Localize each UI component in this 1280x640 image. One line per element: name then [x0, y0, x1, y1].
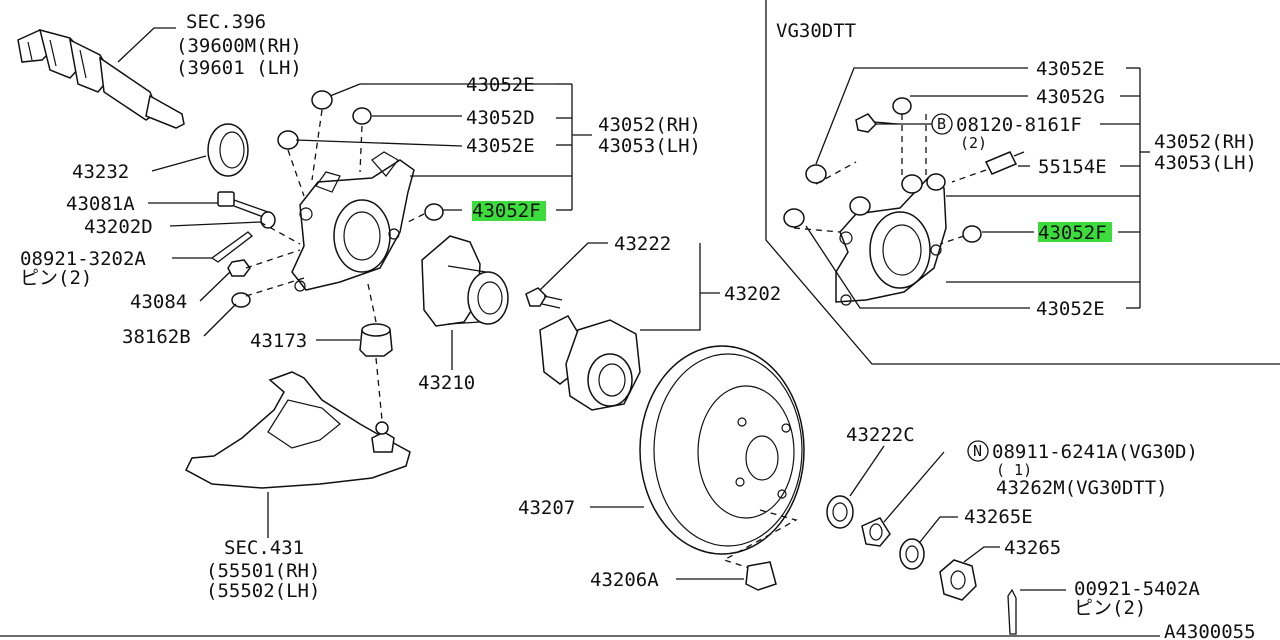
drive-shaft-drawing — [17, 28, 185, 129]
knuckle-dash-lines — [245, 109, 425, 297]
label-inset-43052f[interactable]: 43052F — [1038, 222, 1107, 244]
inset-title: VG30DTT — [776, 20, 856, 42]
label-pin-2-right: ピン(2) — [1074, 597, 1146, 619]
inset-dash-lines — [793, 114, 987, 245]
label-inset-43052e-bottom[interactable]: 43052E — [1036, 298, 1105, 320]
label-43084[interactable]: 43084 — [130, 291, 187, 313]
label-43206a[interactable]: 43206A — [590, 569, 659, 591]
n-circle-icon — [967, 440, 989, 462]
nut-43084-drawing — [227, 259, 251, 277]
label-43210[interactable]: 43210 — [418, 372, 475, 394]
label-39601[interactable]: (39601 (LH) — [176, 57, 302, 79]
highlight-inset-43052f — [1038, 222, 1112, 242]
inset-parts-drawing — [783, 97, 1025, 243]
label-00921-5402a[interactable]: 00921-5402A — [1074, 578, 1200, 600]
ball-joint-boot-43173-drawing — [359, 323, 393, 357]
label-pin-2-left: ピン(2) — [20, 267, 92, 289]
knuckle-drawing — [291, 151, 415, 292]
label-inset-43052e-top[interactable]: 43052E — [1036, 58, 1105, 80]
hub-bolt-43222-drawing — [525, 287, 563, 309]
label-b-circle: B — [937, 115, 946, 133]
washer-43265e-drawing — [899, 538, 925, 570]
label-inset-43052g[interactable]: 43052G — [1036, 86, 1105, 108]
hub-cap-43206a-drawing — [745, 561, 777, 591]
label-figure-code: A4300055 — [1164, 621, 1256, 640]
label-43081a[interactable]: 43081A — [66, 193, 135, 215]
label-43052e-1[interactable]: 43052E — [466, 74, 535, 96]
label-inset-08120-8161f[interactable]: 08120-8161F — [956, 114, 1082, 136]
lower-arm-drawing — [185, 371, 411, 489]
label-43232[interactable]: 43232 — [72, 161, 129, 183]
label-43262m[interactable]: 43262M(VG30DTT) — [996, 477, 1168, 499]
label-inset-43053-lh[interactable]: 43053(LH) — [1154, 152, 1257, 174]
label-sec431[interactable]: SEC.431 — [224, 537, 304, 559]
washer-43222c-drawing — [826, 495, 854, 529]
nut-08911-drawing — [861, 517, 891, 547]
inset-knuckle-drawing — [835, 177, 947, 306]
label-43207[interactable]: 43207 — [518, 497, 575, 519]
lock-nut-43265-drawing — [939, 559, 977, 601]
label-inset-43052-rh[interactable]: 43052(RH) — [1154, 131, 1257, 153]
label-43202[interactable]: 43202 — [724, 283, 781, 305]
label-43265e[interactable]: 43265E — [964, 506, 1033, 528]
cotter-pin-00921-drawing — [1007, 588, 1017, 635]
bolt-43081a-drawing — [217, 191, 269, 219]
label-43222c[interactable]: 43222C — [846, 424, 915, 446]
label-43052f-main[interactable]: 43052F — [472, 200, 541, 222]
washer-43202d-drawing — [260, 211, 276, 229]
label-43222[interactable]: 43222 — [614, 233, 671, 255]
oil-seal-43232-drawing — [207, 123, 249, 177]
cotter-pin-drawing — [210, 231, 253, 263]
label-43265[interactable]: 43265 — [1004, 537, 1061, 559]
label-43173[interactable]: 43173 — [250, 330, 307, 352]
label-43053-lh-main[interactable]: 43053(LH) — [598, 135, 701, 157]
disc-rotor-43207-drawing — [639, 345, 805, 555]
label-43052d[interactable]: 43052D — [466, 107, 535, 129]
leader-lines — [117, 27, 1150, 591]
label-43202d[interactable]: 43202D — [84, 216, 153, 238]
hub-43210-drawing — [421, 235, 509, 327]
label-55502[interactable]: (55502(LH) — [206, 580, 320, 602]
label-08911-6241a[interactable]: 08911-6241A(VG30D) — [992, 441, 1198, 463]
label-08921-3202a[interactable]: 08921-3202A — [20, 248, 146, 270]
label-sec396[interactable]: SEC.396 — [186, 11, 266, 33]
label-inset-55154e[interactable]: 55154E — [1038, 156, 1107, 178]
washer-38162b-drawing — [231, 292, 251, 308]
b-circle-icon — [931, 113, 953, 135]
label-inset-qty-2: (2) — [960, 134, 987, 152]
label-qty-1: ( 1) — [996, 461, 1032, 479]
label-55501[interactable]: (55501(RH) — [206, 560, 320, 582]
inset-frame — [765, 0, 1280, 365]
label-43052-rh-main[interactable]: 43052(RH) — [598, 114, 701, 136]
label-39600m[interactable]: (39600M(RH) — [176, 35, 302, 57]
label-38162b[interactable]: 38162B — [122, 326, 191, 348]
label-n-circle: N — [973, 442, 982, 460]
label-43052e-2[interactable]: 43052E — [466, 135, 535, 157]
axle-hub-43202-drawing — [539, 315, 641, 411]
highlight-43052f-main — [472, 201, 546, 221]
